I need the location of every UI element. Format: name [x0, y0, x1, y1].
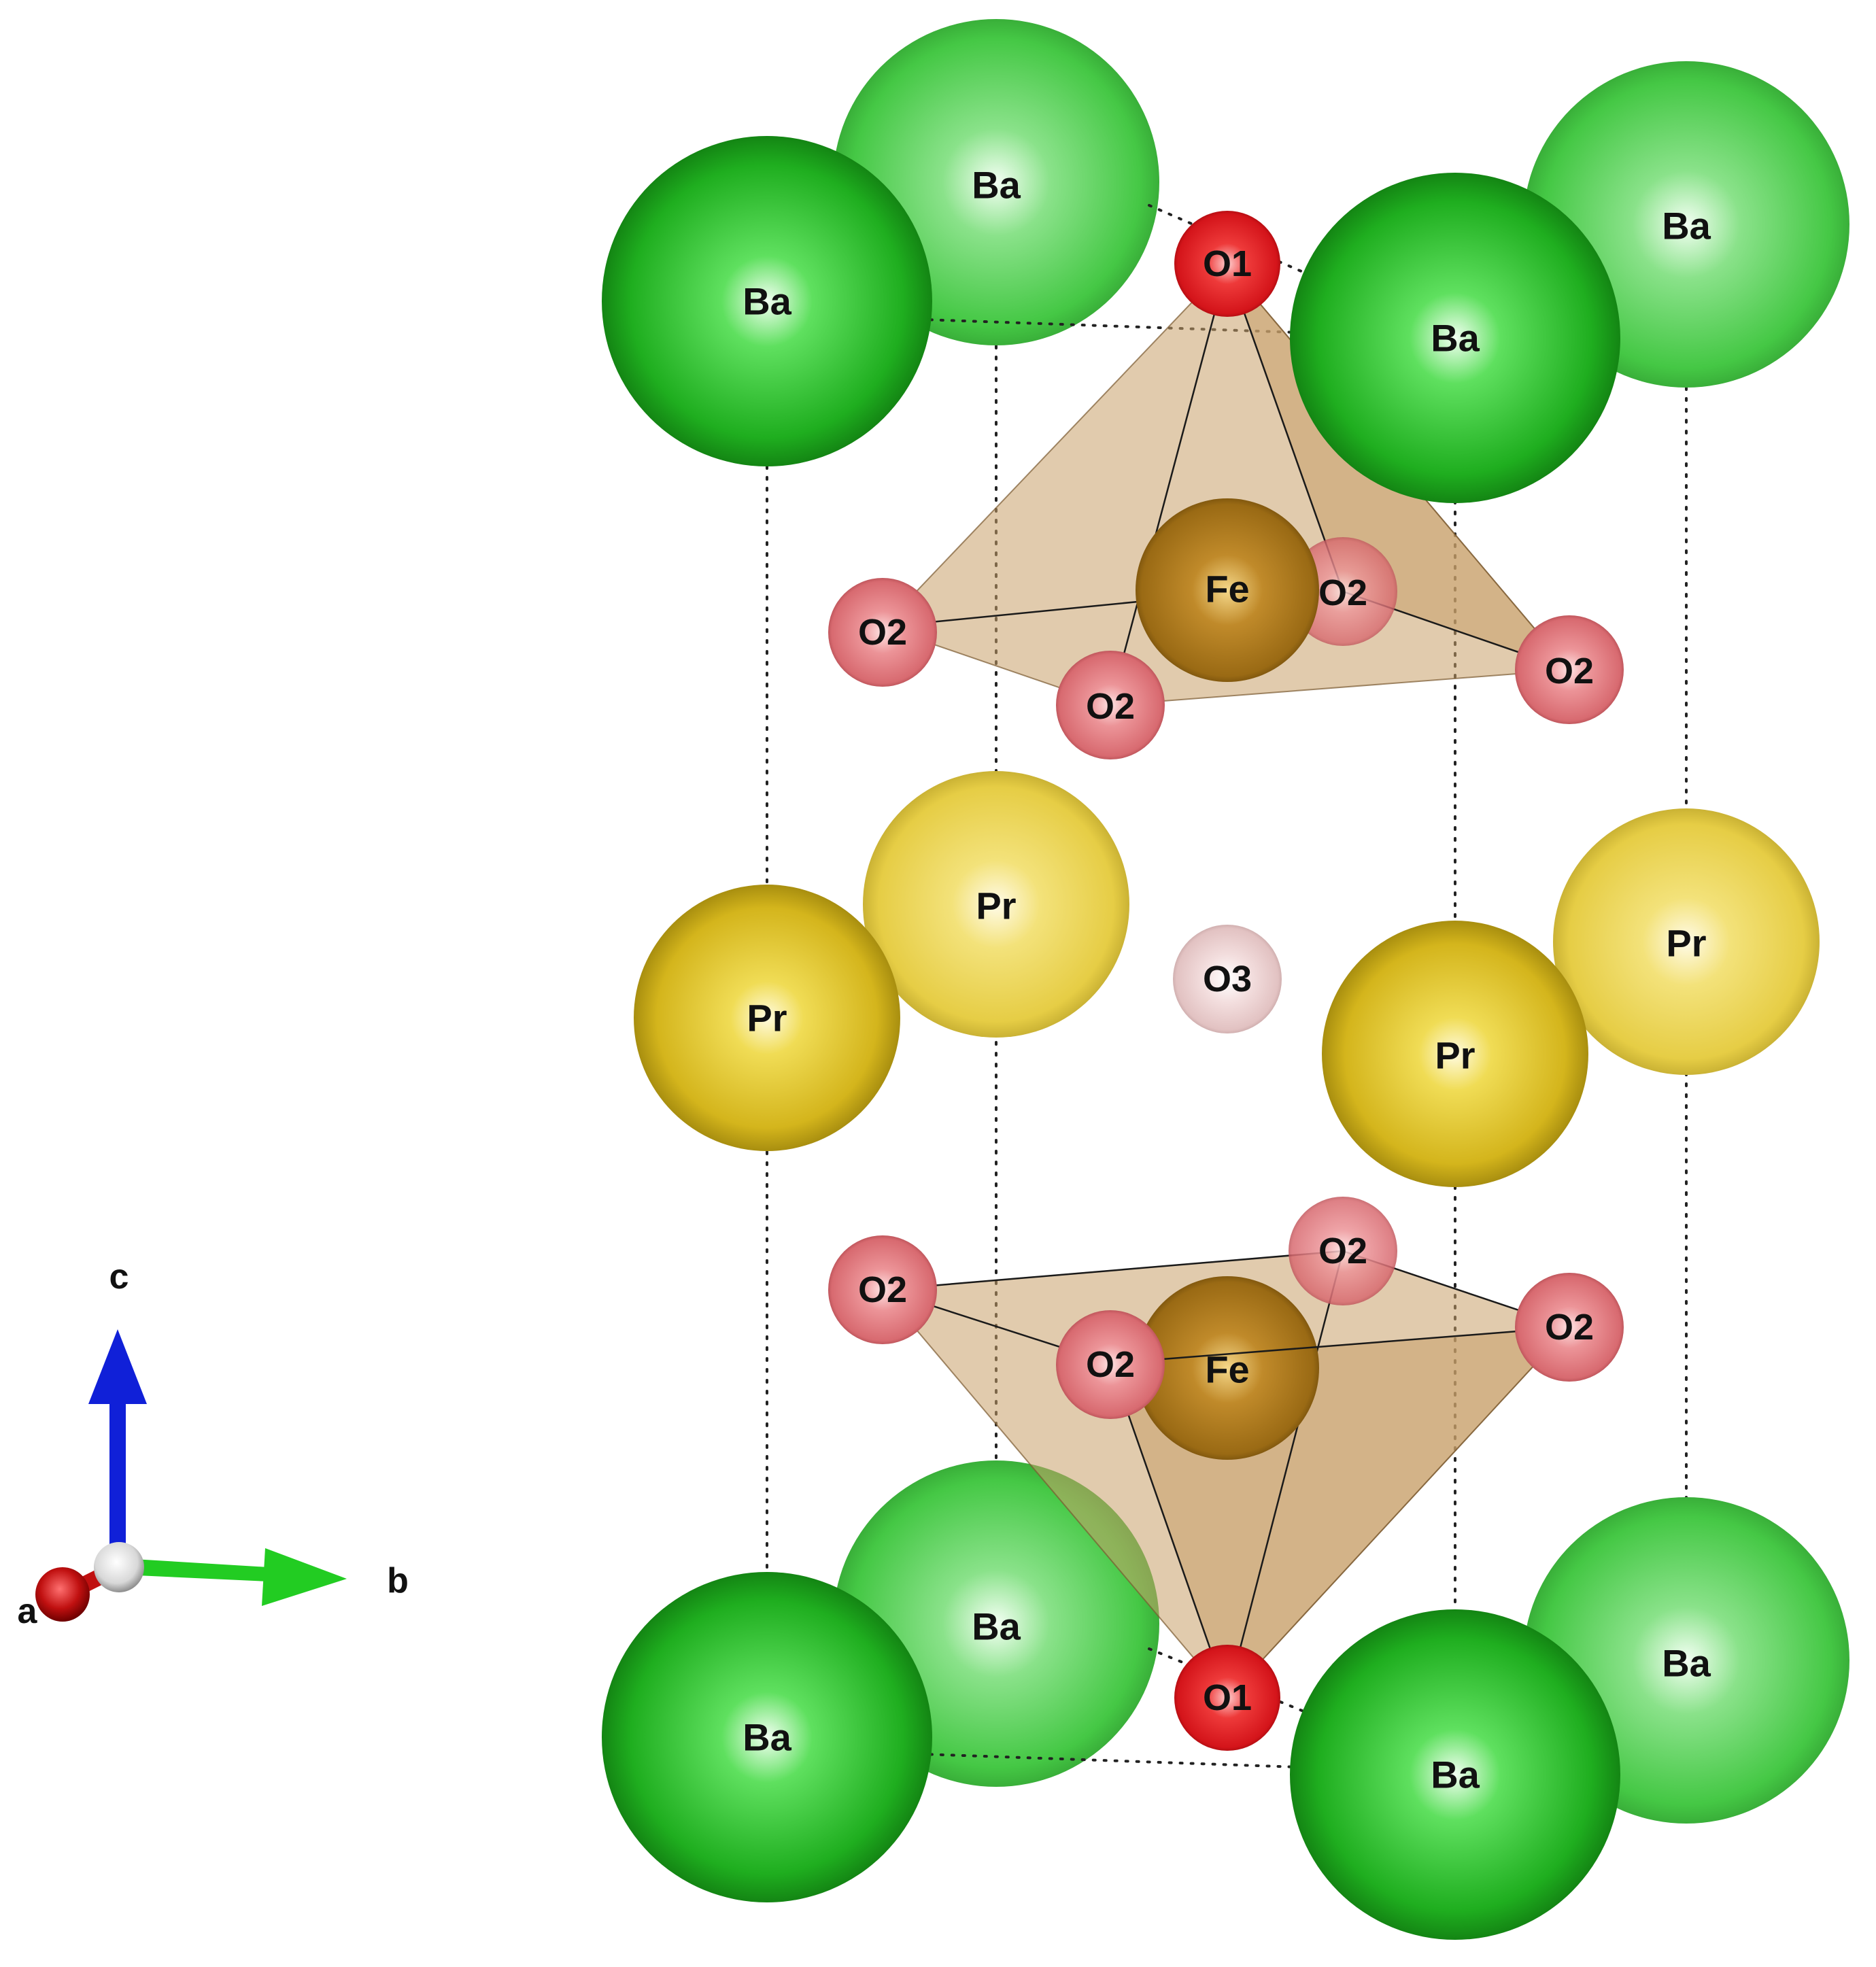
- o1-atom-bottom: O1: [1174, 1645, 1280, 1751]
- axis-indicator: c b a: [18, 1257, 409, 1631]
- atom-label: O2: [1545, 651, 1594, 691]
- o2-atom-lower-front: O2: [1056, 1310, 1165, 1419]
- atom-label: Ba: [1431, 317, 1480, 360]
- b-axis-arrow-icon: [122, 1548, 347, 1606]
- a-axis-label: a: [18, 1592, 38, 1631]
- atom-label: Fe: [1205, 568, 1249, 611]
- o2-atom-upper-front: O2: [1056, 651, 1165, 759]
- atom-label: O2: [1086, 686, 1135, 727]
- fe-atom-lower: Fe: [1136, 1276, 1319, 1460]
- c-axis-arrow-icon: [88, 1329, 147, 1554]
- atom-label: O2: [858, 1269, 907, 1310]
- ba-atom-front-bottom-right: Ba: [1290, 1609, 1620, 1940]
- o2-atom-lower-back: O2: [1289, 1197, 1397, 1305]
- o2-atom-lower-right: O2: [1515, 1273, 1624, 1382]
- atom-label: O2: [858, 612, 907, 653]
- o2-atom-upper-right: O2: [1515, 615, 1624, 724]
- o2-atom-upper-left: O2: [828, 578, 937, 687]
- atom-label: Ba: [972, 164, 1021, 207]
- o3-atom: O3: [1173, 925, 1282, 1033]
- atom-label: Ba: [1662, 205, 1711, 247]
- atom-label: Pr: [976, 885, 1016, 927]
- atom-label: Ba: [743, 1716, 791, 1759]
- pr-atom-front-right: Pr: [1322, 921, 1588, 1187]
- atom-label: O1: [1203, 243, 1252, 284]
- b-axis-label: b: [387, 1561, 409, 1601]
- atom-label: O2: [1545, 1307, 1594, 1348]
- atom-label: O2: [1318, 1231, 1367, 1271]
- pr-atom-front-left: Pr: [634, 885, 900, 1151]
- atom-label: Pr: [1666, 922, 1706, 965]
- atom-label: O2: [1318, 572, 1367, 613]
- o2-atom-upper-back: O2: [1289, 537, 1397, 646]
- pr-atom-back-right: Pr: [1553, 808, 1820, 1075]
- atom-label: Ba: [1431, 1754, 1480, 1796]
- lower-bonds-front: [1109, 1326, 1570, 1698]
- c-axis-label: c: [109, 1257, 129, 1297]
- atom-label: Ba: [743, 280, 791, 323]
- ba-atom-front-top-left: Ba: [602, 136, 932, 466]
- atom-label: O2: [1086, 1344, 1135, 1385]
- atom-label: Ba: [1662, 1642, 1711, 1685]
- atom-label: O1: [1203, 1677, 1252, 1718]
- ba-atom-front-top-right: Ba: [1290, 173, 1620, 503]
- pr-atom-back-left: Pr: [863, 771, 1129, 1038]
- o1-atom-top: O1: [1174, 211, 1280, 317]
- atom-label: Pr: [747, 997, 787, 1040]
- fe-atom-upper: Fe: [1136, 498, 1319, 682]
- axis-origin-icon: [94, 1542, 144, 1592]
- atom-label: Ba: [972, 1605, 1021, 1648]
- atom-label: Pr: [1435, 1034, 1475, 1077]
- ba-atom-front-bottom-left: Ba: [602, 1572, 932, 1902]
- atom-label: O3: [1203, 959, 1252, 999]
- o2-atom-lower-left: O2: [828, 1235, 937, 1344]
